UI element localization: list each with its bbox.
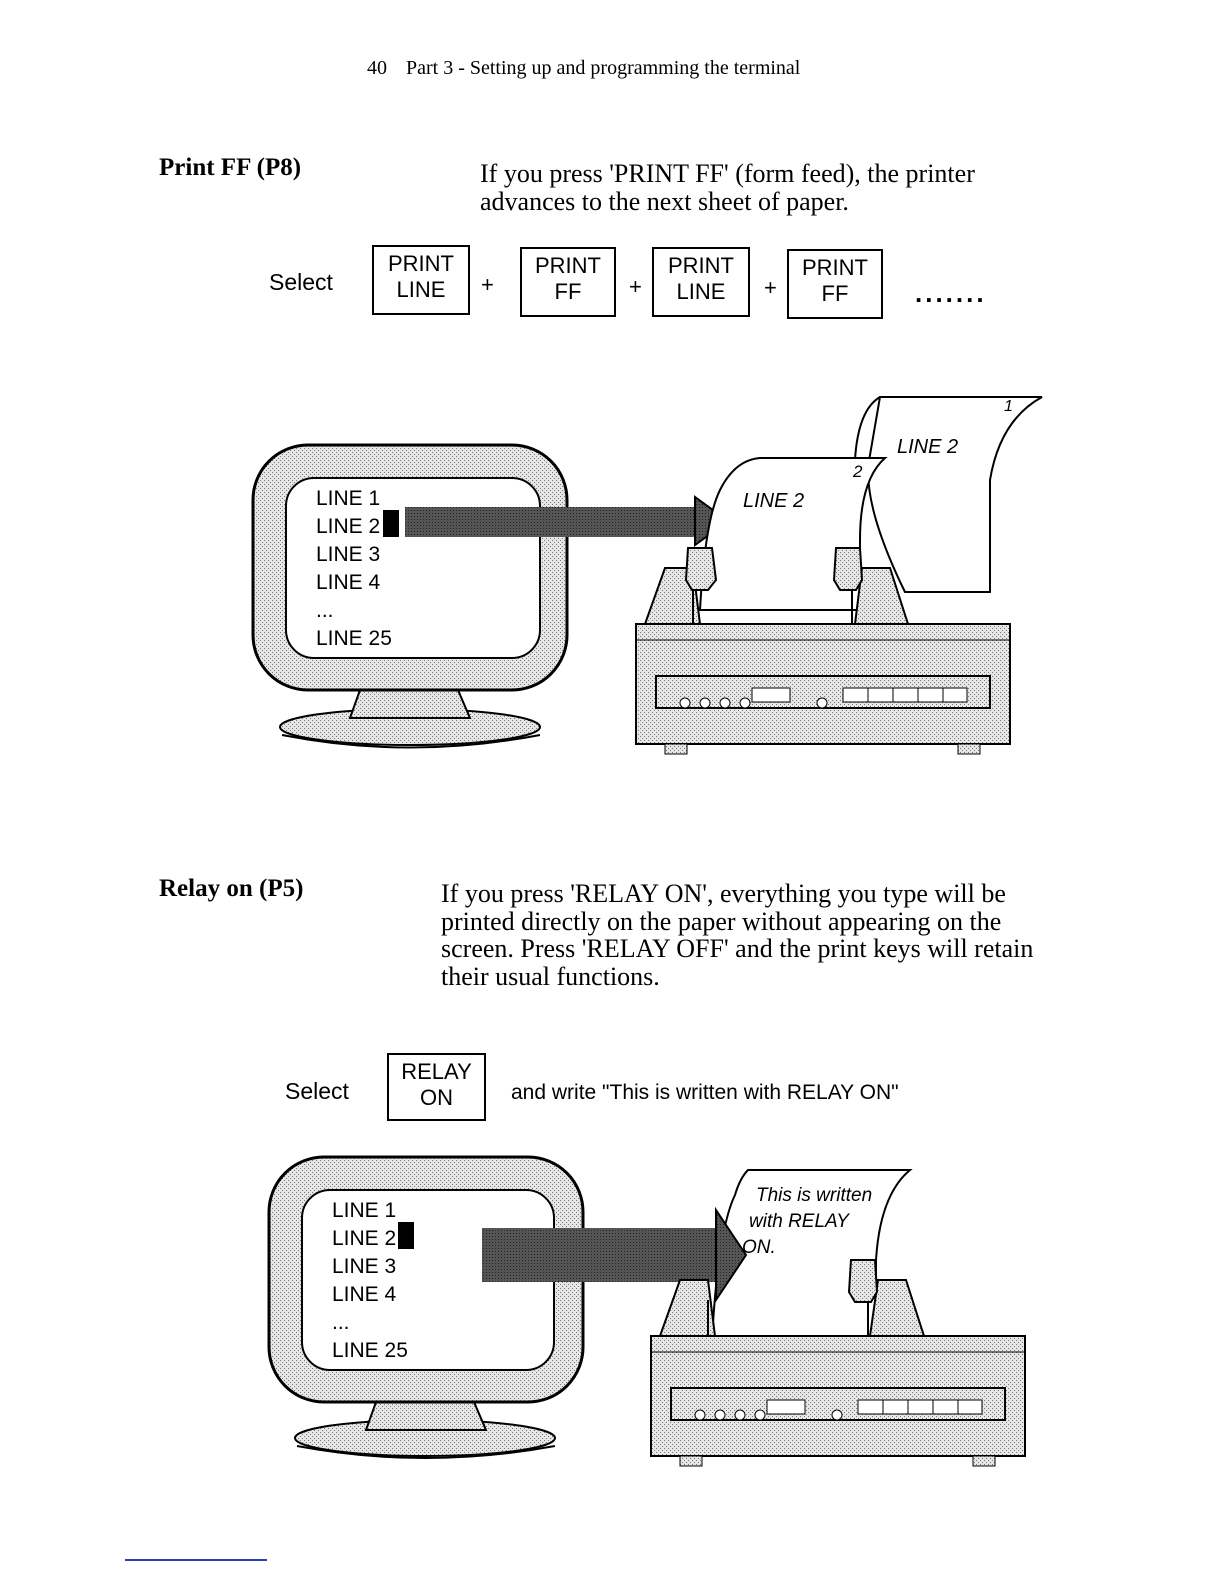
sheet-number: 2 xyxy=(853,462,863,481)
body-line: advances to the next sheet of paper. xyxy=(480,186,849,216)
paper-text-line: with RELAY xyxy=(749,1211,849,1232)
select-label: Select xyxy=(269,269,333,295)
plus-sign: + xyxy=(629,274,642,299)
cursor-icon xyxy=(383,510,399,537)
running-title: Part 3 - Setting up and programming the … xyxy=(406,57,801,79)
body-line: If you press 'RELAY ON', everything you … xyxy=(441,879,1006,908)
key-label-bottom: FF xyxy=(821,281,849,306)
running-header: 40 Part 3 - Setting up and programming t… xyxy=(367,57,800,80)
key-label-bottom: FF xyxy=(554,279,582,304)
paper-text-line: ON. xyxy=(742,1237,776,1258)
key-print-ff[interactable]: PRINT FF xyxy=(787,249,883,319)
continuation-dots: ....... xyxy=(915,278,987,308)
screen-line: LINE 1 xyxy=(316,487,381,510)
footnote-rule xyxy=(125,1559,267,1561)
key-print-line[interactable]: PRINT LINE xyxy=(652,247,750,317)
key-label-bottom: ON xyxy=(420,1085,453,1110)
screen-line: LINE 4 xyxy=(332,1283,397,1306)
monitor-drawing xyxy=(251,443,569,749)
paper-text: LINE 2 xyxy=(743,490,805,512)
screen-line: LINE 3 xyxy=(316,543,381,566)
section-title-relay-on: Relay on (P5) xyxy=(159,875,304,902)
screen-line: LINE 4 xyxy=(316,571,381,594)
arrow-icon xyxy=(482,1206,748,1304)
paper-sheet-1 xyxy=(867,396,1043,593)
printer-drawing xyxy=(635,547,1011,755)
body-line: their usual functions. xyxy=(441,961,660,991)
key-label-top: PRINT xyxy=(668,253,734,278)
paper-text-line: This is written xyxy=(756,1185,873,1206)
key-print-line[interactable]: PRINT LINE xyxy=(372,245,470,315)
page-number: 40 xyxy=(367,57,387,79)
sheet-number: 1 xyxy=(1004,398,1013,415)
monitor-drawing xyxy=(267,1155,585,1459)
screen-text: LINE 1 LINE 2 LINE 3 LINE 4 ... LINE 25 xyxy=(332,1197,408,1365)
key-print-ff[interactable]: PRINT FF xyxy=(520,247,616,317)
screen-line: LINE 2 xyxy=(316,515,381,538)
key-label-top: RELAY xyxy=(401,1059,472,1084)
body-line: printed directly on the paper without ap… xyxy=(441,906,1002,936)
screen-line: LINE 1 xyxy=(332,1199,397,1222)
key-label-top: PRINT xyxy=(388,251,454,276)
paper-text: LINE 2 xyxy=(897,436,959,458)
body-line: If you press 'PRINT FF' (form feed), the… xyxy=(480,159,975,188)
relay-on-illustration xyxy=(267,1155,1026,1467)
plus-sign: + xyxy=(764,275,777,300)
body-line: screen. Press 'RELAY OFF' and the print … xyxy=(441,934,1034,963)
screen-line: LINE 25 xyxy=(332,1339,408,1362)
section-body-print-ff: If you press 'PRINT FF' (form feed), the… xyxy=(480,160,975,215)
cursor-icon xyxy=(398,1222,414,1249)
section-title-print-ff: Print FF (P8) xyxy=(159,154,302,181)
screen-line: LINE 25 xyxy=(316,627,392,650)
plus-sign: + xyxy=(481,272,494,297)
key-label-bottom: LINE xyxy=(676,279,726,304)
screen-text: LINE 1 LINE 2 LINE 3 LINE 4 ... LINE 25 xyxy=(316,485,392,653)
select-label: Select xyxy=(285,1078,349,1104)
screen-line: ... xyxy=(332,1311,350,1334)
screen-line: LINE 2 xyxy=(332,1227,397,1250)
print-ff-illustration xyxy=(251,396,1043,755)
key-label-bottom: LINE xyxy=(396,277,446,302)
key-label-top: PRINT xyxy=(802,255,868,280)
printer-drawing xyxy=(650,1259,1026,1467)
key-relay-on[interactable]: RELAY ON xyxy=(387,1053,486,1121)
key-label-top: PRINT xyxy=(535,253,601,278)
section-body-relay-on: If you press 'RELAY ON', everything you … xyxy=(441,880,1033,990)
screen-line: ... xyxy=(316,599,334,622)
screen-line: LINE 3 xyxy=(332,1255,397,1278)
instruction-text: and write "This is written with RELAY ON… xyxy=(511,1081,899,1104)
